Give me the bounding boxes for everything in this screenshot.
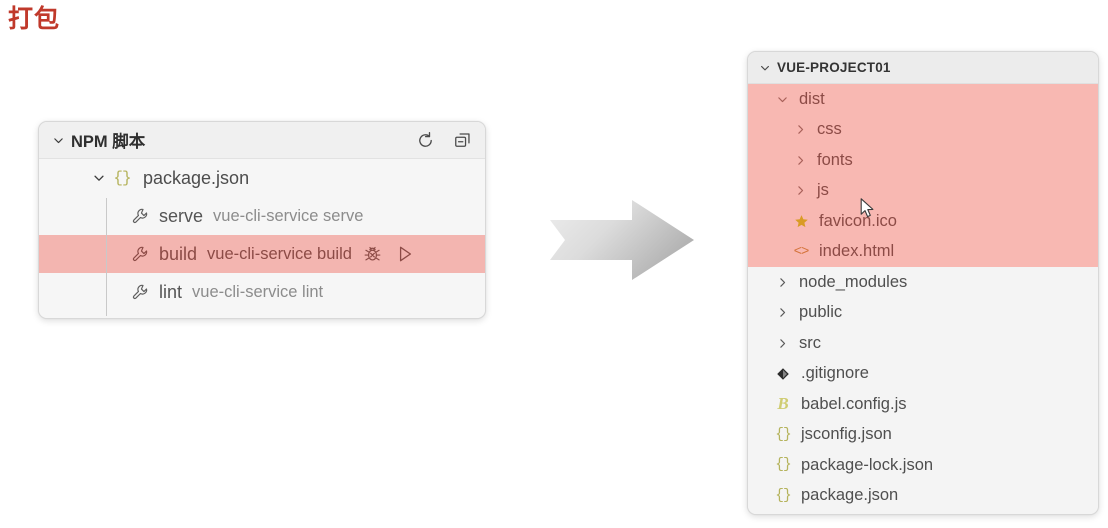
chevron-down-icon[interactable] bbox=[49, 134, 67, 147]
chevron-right-icon[interactable] bbox=[772, 276, 792, 289]
star-icon bbox=[790, 214, 812, 229]
tree-item-label: jsconfig.json bbox=[801, 425, 892, 444]
tree-item-label: css bbox=[817, 120, 842, 139]
json-braces-icon: {} bbox=[775, 457, 791, 474]
tree-item-jsconfig-json[interactable]: {} jsconfig.json bbox=[748, 420, 1098, 451]
tree-item-label: src bbox=[799, 333, 821, 352]
run-play-icon[interactable] bbox=[394, 243, 416, 265]
tree-item-babel-config-js[interactable]: B babel.config.js bbox=[748, 389, 1098, 420]
json-braces-icon: {} bbox=[113, 169, 131, 187]
chevron-down-icon[interactable] bbox=[89, 171, 109, 185]
npm-scripts-body: {} package.json serve vue-cli-service se… bbox=[39, 159, 485, 318]
tree-item-label: .gitignore bbox=[801, 364, 869, 383]
npm-panel-title: NPM 脚本 bbox=[71, 133, 146, 151]
npm-script-actions bbox=[362, 243, 416, 265]
refresh-icon[interactable] bbox=[415, 130, 436, 151]
tree-item-favicon-ico[interactable]: favicon.ico bbox=[748, 206, 1098, 237]
chevron-right-icon[interactable] bbox=[772, 337, 792, 350]
collapse-all-icon[interactable] bbox=[452, 130, 473, 151]
npm-script-command: vue-cli-service serve bbox=[213, 206, 364, 225]
npm-script-name: lint bbox=[159, 281, 183, 302]
tree-item-label: node_modules bbox=[799, 272, 908, 291]
npm-script-row-lint[interactable]: lint vue-cli-service lint bbox=[39, 273, 485, 311]
file-tree: dist css fonts js fa bbox=[748, 84, 1098, 514]
tree-item-label: package-lock.json bbox=[801, 455, 934, 474]
html-code-icon: <> bbox=[793, 243, 810, 260]
wrench-icon bbox=[127, 207, 153, 226]
file-explorer-panel: VUE-PROJECT01 dist css fonts bbox=[747, 51, 1099, 515]
tree-item-gitignore[interactable]: .gitignore bbox=[748, 359, 1098, 390]
tree-item-dist[interactable]: dist bbox=[748, 84, 1098, 115]
chevron-down-icon[interactable] bbox=[772, 93, 792, 106]
chevron-right-icon[interactable] bbox=[790, 184, 810, 197]
explorer-header[interactable]: VUE-PROJECT01 bbox=[748, 52, 1098, 84]
flow-arrow-icon bbox=[548, 196, 696, 284]
tree-item-label: babel.config.js bbox=[801, 394, 907, 413]
tree-item-css[interactable]: css bbox=[748, 114, 1098, 145]
npm-script-command: vue-cli-service lint bbox=[192, 282, 324, 301]
npm-package-label: package.json bbox=[143, 167, 250, 188]
tree-item-label: js bbox=[817, 181, 829, 200]
npm-script-name: build bbox=[159, 243, 198, 264]
tree-item-public[interactable]: public bbox=[748, 298, 1098, 329]
npm-scripts-header[interactable]: NPM 脚本 bbox=[39, 122, 485, 159]
npm-tree-item-package-json[interactable]: {} package.json bbox=[39, 159, 485, 197]
debug-bug-icon[interactable] bbox=[362, 243, 384, 265]
chevron-right-icon[interactable] bbox=[790, 123, 810, 136]
git-diamond-icon bbox=[772, 367, 794, 381]
tree-item-label: favicon.ico bbox=[819, 211, 897, 230]
babel-icon: B bbox=[777, 394, 789, 414]
tree-item-js[interactable]: js bbox=[748, 175, 1098, 206]
json-braces-icon: {} bbox=[775, 426, 791, 443]
wrench-icon bbox=[127, 245, 153, 264]
chevron-right-icon[interactable] bbox=[790, 154, 810, 167]
npm-script-row-serve[interactable]: serve vue-cli-service serve bbox=[39, 197, 485, 235]
wrench-icon bbox=[127, 283, 153, 302]
npm-script-row-build[interactable]: build vue-cli-service build bbox=[39, 235, 485, 273]
npm-script-name: serve bbox=[159, 205, 204, 226]
npm-script-command: vue-cli-service build bbox=[207, 244, 352, 263]
tree-item-package-lock-json[interactable]: {} package-lock.json bbox=[748, 450, 1098, 481]
npm-header-actions bbox=[415, 130, 473, 151]
npm-scripts-panel: NPM 脚本 bbox=[38, 121, 486, 319]
indent-guide bbox=[106, 198, 107, 316]
chevron-down-icon[interactable] bbox=[756, 62, 774, 74]
tree-item-node-modules[interactable]: node_modules bbox=[748, 267, 1098, 298]
json-braces-icon: {} bbox=[775, 487, 791, 504]
tree-item-label: dist bbox=[799, 89, 825, 108]
chevron-right-icon[interactable] bbox=[772, 306, 792, 319]
tree-item-src[interactable]: src bbox=[748, 328, 1098, 359]
tree-item-label: package.json bbox=[801, 486, 899, 505]
tree-item-label: fonts bbox=[817, 150, 853, 169]
tree-item-label: index.html bbox=[819, 242, 895, 261]
tree-item-package-json[interactable]: {} package.json bbox=[748, 481, 1098, 512]
tree-item-fonts[interactable]: fonts bbox=[748, 145, 1098, 176]
page-title: 打包 bbox=[8, 5, 61, 33]
tree-item-index-html[interactable]: <> index.html bbox=[748, 236, 1098, 267]
project-root-label: VUE-PROJECT01 bbox=[777, 60, 891, 75]
tree-item-label: public bbox=[799, 303, 843, 322]
